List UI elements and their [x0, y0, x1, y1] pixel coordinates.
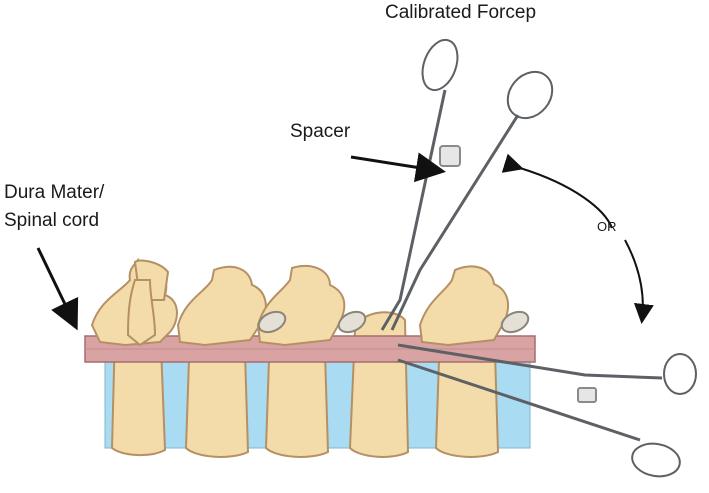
- dura-label-line1: Dura Mater/: [4, 182, 105, 203]
- instrument-label: Calibrated Forcep: [385, 2, 537, 23]
- or-arrow-up: [501, 153, 613, 229]
- spacer-label: Spacer: [290, 121, 351, 142]
- or-label: OR: [597, 219, 617, 234]
- dura-label-line2: Spinal cord: [4, 210, 100, 231]
- spacer-block-lower: [577, 387, 597, 403]
- forcep-horizontal: [397, 343, 697, 478]
- facet-joints: [257, 310, 530, 334]
- or-arrow-down: [624, 239, 654, 324]
- spacer-arrow: [350, 152, 446, 183]
- spacer-block: [439, 145, 461, 167]
- posterior-elements: [90, 257, 510, 347]
- dura-arrow: [36, 247, 79, 331]
